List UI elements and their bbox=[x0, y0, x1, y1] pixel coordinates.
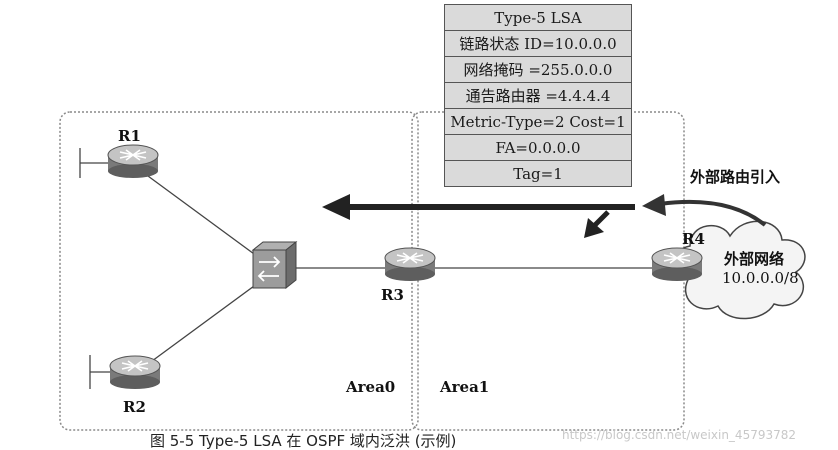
lsa-metric-cost-cell: Metric-Type=2 Cost=1 bbox=[444, 108, 632, 135]
import-arrow-head bbox=[642, 194, 666, 216]
router-r1[interactable] bbox=[107, 144, 159, 178]
external-import-label: 外部路由引入 bbox=[690, 168, 781, 186]
figure-caption: 图 5-5 Type-5 LSA 在 OSPF 域内泛洪 (示例) bbox=[150, 432, 457, 450]
external-cloud bbox=[673, 220, 806, 320]
lsa-advertising-router-cell: 通告路由器 =4.4.4.4 bbox=[444, 82, 632, 109]
router-r1-label: R1 bbox=[118, 127, 141, 145]
watermark-text: https://blog.csdn.net/weixin_45793782 bbox=[562, 428, 797, 442]
area1-label: Area1 bbox=[440, 378, 490, 396]
lsa-info-table: Type-5 LSA 链路状态 ID=10.0.0.0 网络掩码 =255.0.… bbox=[444, 4, 632, 187]
router-r3[interactable] bbox=[384, 247, 436, 281]
router-r4-label: R4 bbox=[682, 230, 705, 248]
lsa-tag-cell: Tag=1 bbox=[444, 160, 632, 187]
lsa-link-state-id-cell: 链路状态 ID=10.0.0.0 bbox=[444, 30, 632, 57]
switch-device[interactable] bbox=[251, 240, 298, 290]
router-r2-label: R2 bbox=[123, 398, 146, 416]
lsa-flood-arrow-head bbox=[322, 194, 350, 220]
external-network-name: 外部网络 bbox=[724, 250, 785, 268]
router-r3-label: R3 bbox=[381, 286, 404, 304]
lsa-type-cell: Type-5 LSA bbox=[444, 4, 632, 31]
lsa-fa-cell: FA=0.0.0.0 bbox=[444, 134, 632, 161]
lsa-down-arrow-shaft bbox=[592, 210, 610, 228]
link-r1-switch bbox=[132, 164, 266, 263]
external-network-prefix: 10.0.0.0/8 bbox=[722, 269, 799, 287]
lsa-netmask-cell: 网络掩码 =255.0.0.0 bbox=[444, 56, 632, 83]
link-r2-switch bbox=[132, 277, 266, 376]
import-arrow-curve bbox=[659, 199, 767, 227]
area0-label: Area0 bbox=[346, 378, 396, 396]
router-r4[interactable] bbox=[651, 247, 703, 281]
router-r2[interactable] bbox=[109, 355, 161, 389]
lsa-down-arrow-head bbox=[584, 218, 604, 238]
area0-border bbox=[59, 111, 419, 431]
